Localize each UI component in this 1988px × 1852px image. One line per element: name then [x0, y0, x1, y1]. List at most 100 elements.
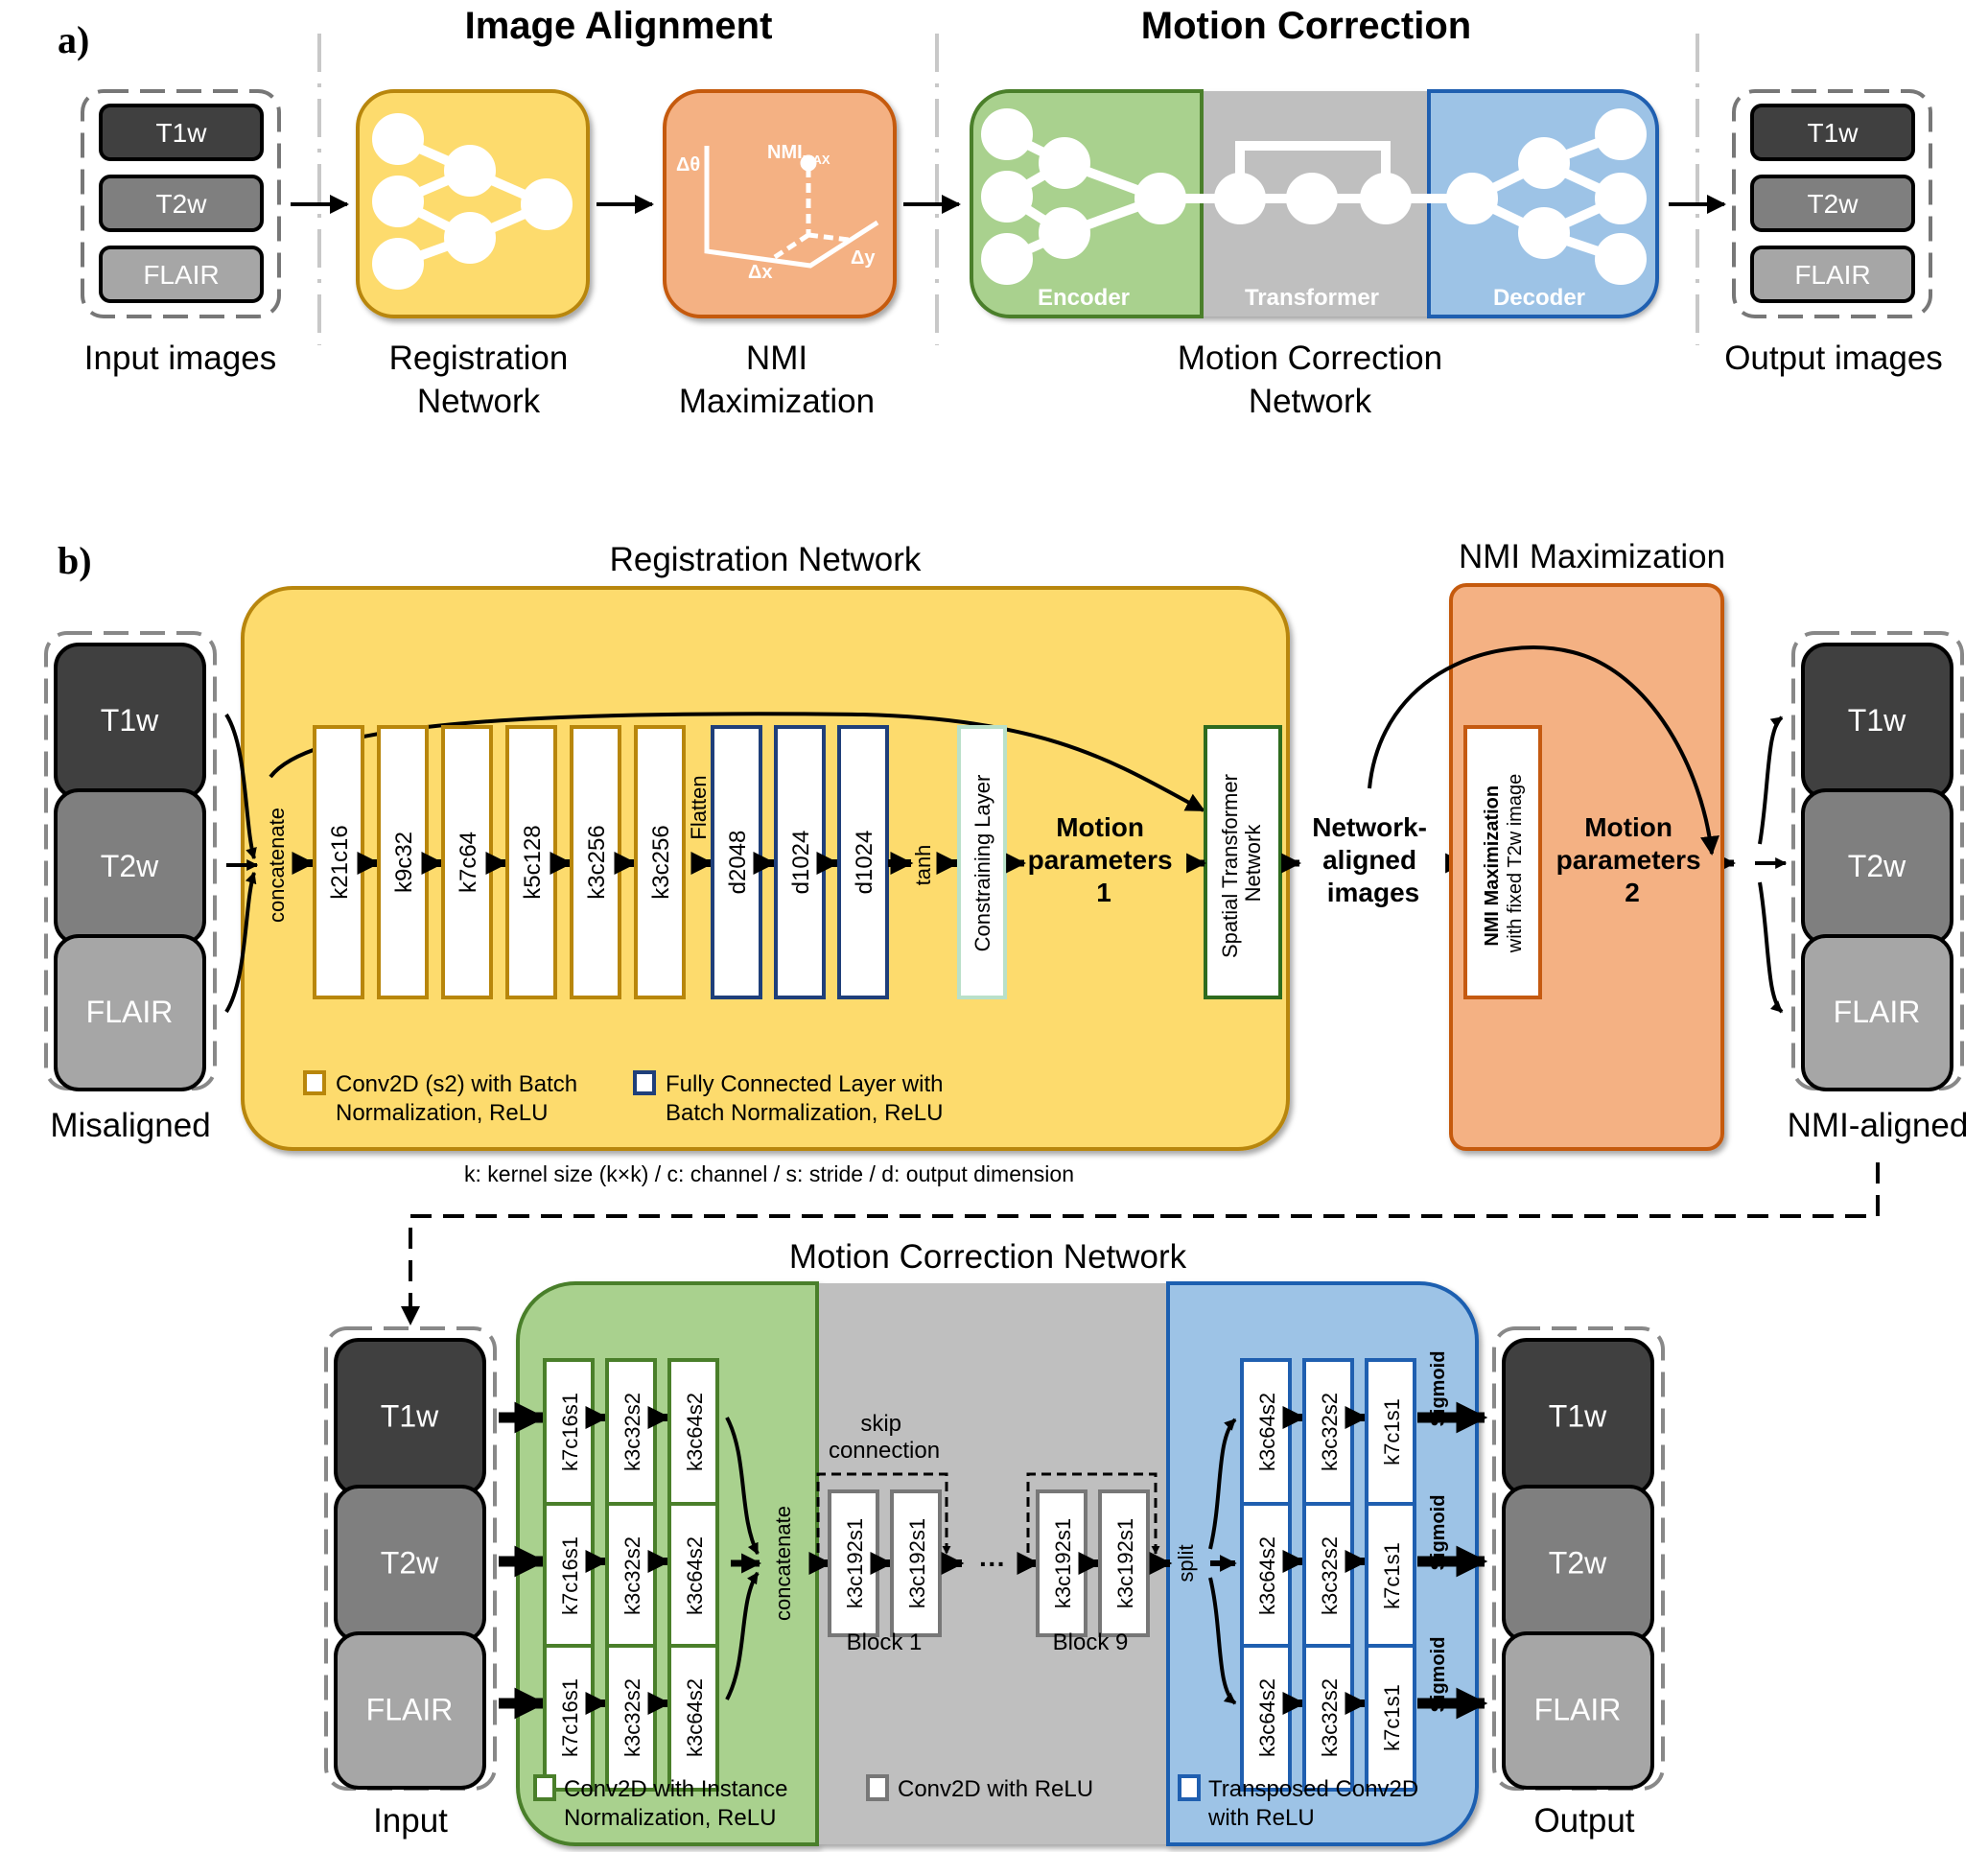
input-caption: Input images: [84, 340, 276, 377]
conv-layer[interactable]: k5c128: [505, 725, 557, 999]
transformer-label: Transformer: [1245, 285, 1379, 311]
conv-legend-text: Conv2D (s2) with Batch Normalization, Re…: [336, 1071, 584, 1126]
decoder-layer[interactable]: k3c32s2: [1302, 1502, 1354, 1650]
image-tile-label: T2w: [381, 1546, 439, 1581]
image-tile-label: FLAIR: [143, 260, 219, 290]
nmi-x-axis-label: Δx: [748, 262, 773, 283]
image-tile-t2w: T2w: [1502, 1485, 1654, 1643]
layer-label: d1024: [852, 831, 877, 895]
instance-norm-legend-text: Conv2D with Instance Normalization, ReLU: [564, 1776, 794, 1831]
constraining-layer[interactable]: Constraining Layer: [957, 725, 1007, 999]
decoder-layer[interactable]: k3c32s2: [1302, 1644, 1354, 1792]
image-tile-label: T2w: [1808, 189, 1859, 219]
encoder-layer[interactable]: k3c64s2: [667, 1502, 719, 1650]
decoder-layer[interactable]: k3c32s2: [1302, 1358, 1354, 1506]
conv-relu-legend-swatch: [866, 1774, 889, 1801]
encoder-layer[interactable]: k7c16s1: [543, 1644, 595, 1792]
decoder-layer[interactable]: k3c64s2: [1240, 1502, 1292, 1650]
image-tile-flair: FLAIR: [99, 246, 264, 303]
mc-caption-2: Network: [1249, 383, 1372, 420]
image-tile-label: T1w: [1808, 118, 1859, 148]
conv-layer[interactable]: k7c64: [441, 725, 493, 999]
conv-layer[interactable]: k3c256: [634, 725, 686, 999]
layer-label: k3c192s1: [905, 1518, 929, 1608]
image-tile-flair: FLAIR: [54, 934, 206, 1091]
decoder-label: Decoder: [1493, 285, 1585, 311]
connector-dashed-arrow: [401, 1162, 1880, 1325]
encoder-layer[interactable]: k7c16s1: [543, 1358, 595, 1506]
encoder-layer[interactable]: k3c64s2: [667, 1644, 719, 1792]
transposed-conv-legend-text: Transposed Conv2D with ReLU: [1207, 1776, 1425, 1831]
encoder-layer[interactable]: k3c32s2: [605, 1358, 657, 1506]
misaligned-caption: Misaligned: [50, 1107, 210, 1144]
dashed-group-border: [81, 89, 281, 318]
encoder-layer[interactable]: k3c32s2: [605, 1502, 657, 1650]
registration-network-box[interactable]: [356, 89, 590, 318]
nmi-y-axis-label: Δθ: [676, 154, 700, 176]
image-tile-t1w: T1w: [1502, 1338, 1654, 1496]
neural-net-icon: [372, 113, 573, 290]
residual-block-layer[interactable]: k3c192s1: [890, 1489, 942, 1637]
registration-legend: Conv2D (s2) with Batch Normalization, Re…: [303, 1070, 943, 1126]
image-tile-t2w: T2w: [334, 1485, 486, 1643]
mc-caption-1: Motion Correction: [1178, 340, 1442, 377]
layer-label: k3c32s2: [1318, 1678, 1342, 1757]
image-tile-label: T2w: [1549, 1546, 1607, 1581]
nmi-plot-icon: [704, 146, 879, 269]
layer-label: k3c32s2: [620, 1536, 644, 1615]
concatenate-label: concatenate: [265, 808, 289, 923]
registration-caption-1: Registration: [389, 340, 569, 377]
fc-layer[interactable]: d2048: [711, 725, 762, 999]
flatten-label: Flatten: [687, 775, 711, 839]
fc-layer[interactable]: d1024: [774, 725, 826, 999]
skip-connection-label: skip connection: [829, 1411, 940, 1464]
transposed-conv-legend-swatch: [1178, 1774, 1201, 1801]
residual-block-layer[interactable]: k3c192s1: [828, 1489, 879, 1637]
layer-label: k7c1s1: [1380, 1542, 1404, 1609]
residual-block-layer[interactable]: k3c192s1: [1036, 1489, 1088, 1637]
decoder-layer[interactable]: k7c1s1: [1365, 1358, 1416, 1506]
encoder-layer[interactable]: k7c16s1: [543, 1502, 595, 1650]
image-tile-label: FLAIR: [1534, 1693, 1622, 1727]
registration-caption-2: Network: [417, 383, 541, 420]
network-aligned-images: Network- aligned images: [1312, 812, 1435, 907]
residual-block-layer[interactable]: k3c192s1: [1098, 1489, 1150, 1637]
image-tile-t1w: T1w: [54, 643, 206, 800]
sigmoid-label: Sigmoid: [1428, 1637, 1449, 1713]
image-tile-flair: FLAIR: [1801, 934, 1953, 1091]
panel-a-label: a): [58, 18, 89, 61]
encoder-layer[interactable]: k3c64s2: [667, 1358, 719, 1506]
encoder-merge-arrows: [725, 1417, 762, 1700]
nmi-maximization-title: NMI Maximization: [1459, 538, 1725, 575]
conv-layer[interactable]: k9c32: [377, 725, 429, 999]
image-tile-t1w: T1w: [334, 1338, 486, 1496]
skip-arrow: [1368, 645, 1719, 856]
motion-correction-box[interactable]: Encoder Transformer Decoder: [970, 89, 1659, 318]
decoder-layer[interactable]: k7c1s1: [1365, 1644, 1416, 1792]
encoder-decoder-icon: [981, 108, 1647, 285]
nmi-caption-2: Maximization: [679, 383, 875, 420]
decoder-layer[interactable]: k3c64s2: [1240, 1644, 1292, 1792]
spatial-transformer-network[interactable]: Spatial Transformer Network: [1204, 725, 1282, 999]
layer-label: k3c32s2: [620, 1393, 644, 1471]
sigmoid-label: Sigmoid: [1428, 1351, 1449, 1427]
layer-label: k3c192s1: [1051, 1518, 1075, 1608]
output-caption: Output images: [1724, 340, 1943, 377]
fc-layer[interactable]: d1024: [837, 725, 889, 999]
decoder-layer[interactable]: k3c64s2: [1240, 1358, 1292, 1506]
image-tile-label: T2w: [101, 849, 159, 883]
decoder-layer[interactable]: k7c1s1: [1365, 1502, 1416, 1650]
conv-layer[interactable]: k3c256: [570, 725, 621, 999]
layer-label: k7c1s1: [1380, 1398, 1404, 1465]
nmi-maximization-step[interactable]: NMI Maximization with fixed T2w image: [1463, 725, 1542, 999]
layer-label: k3c64s2: [683, 1678, 707, 1757]
nmi-maximization-box[interactable]: NMIMAX Δθ Δx Δy: [663, 89, 897, 318]
encoder-layer[interactable]: k3c32s2: [605, 1644, 657, 1792]
layer-label: k5c128: [520, 825, 546, 899]
layer-label: k3c192s1: [843, 1518, 867, 1608]
legend-c: Conv2D with Instance Normalization, ReLU…: [533, 1774, 1425, 1831]
image-tile-label: FLAIR: [366, 1693, 454, 1727]
conv-layer[interactable]: k21c16: [313, 725, 364, 999]
